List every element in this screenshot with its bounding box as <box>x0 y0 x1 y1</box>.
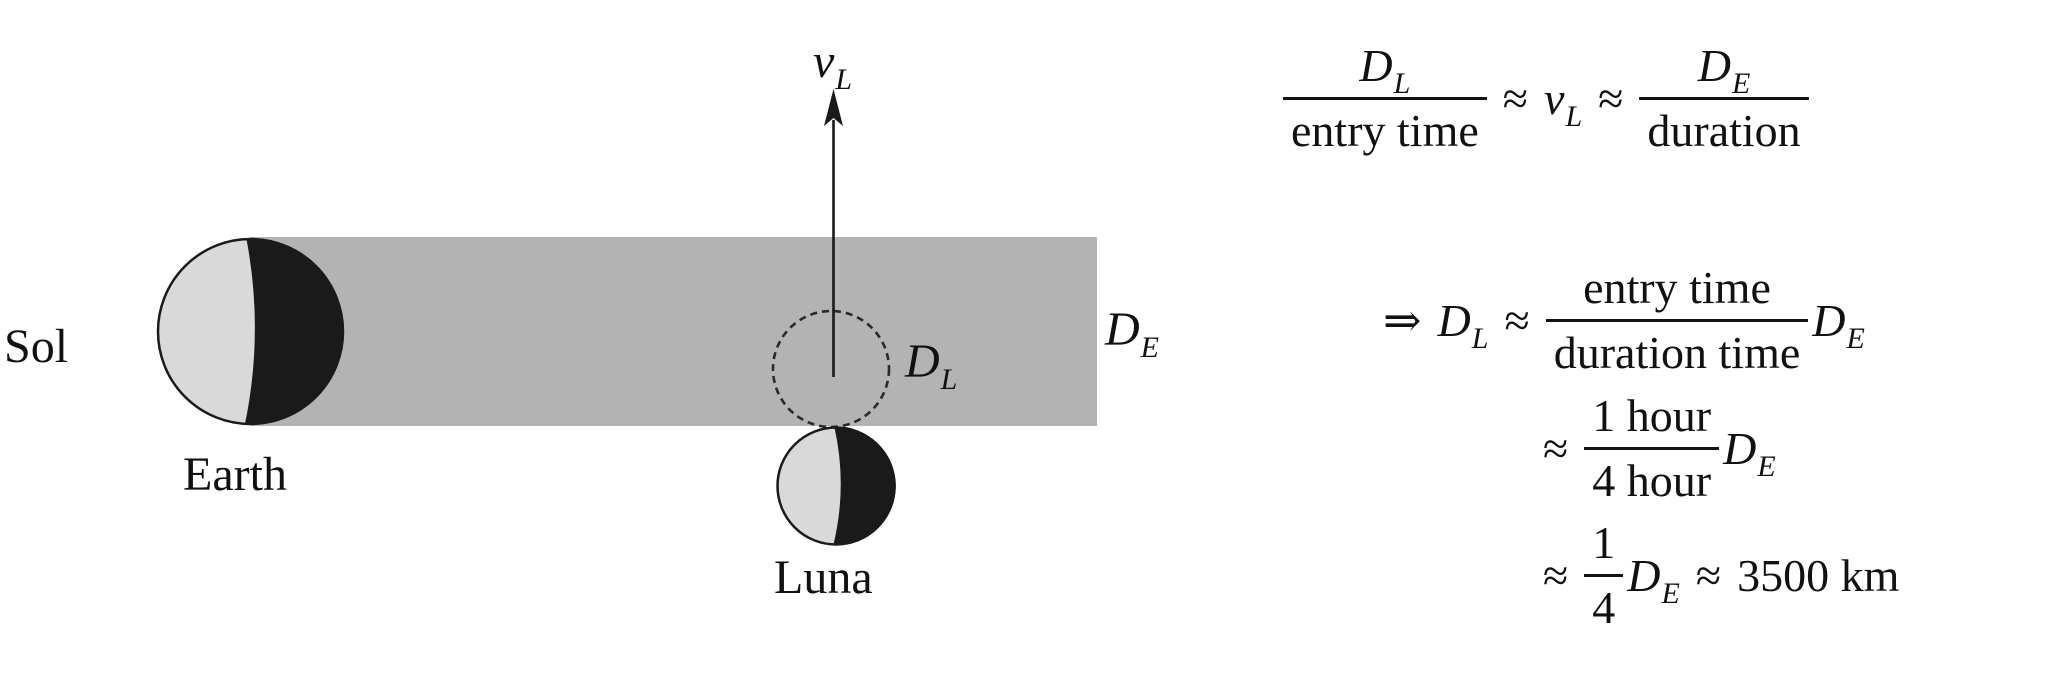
denominator: 4 <box>1584 574 1624 633</box>
luna-dark-half <box>833 427 896 545</box>
denominator: entry time <box>1283 97 1487 156</box>
fraction-de-over-duration: DE duration <box>1639 40 1809 156</box>
de-term: DE <box>1812 294 1865 355</box>
numerator: DE <box>1697 40 1751 100</box>
numerator: DL <box>1359 40 1411 100</box>
numerator: 1 hour <box>1592 390 1712 441</box>
luna-sphere <box>776 426 896 546</box>
moon-diameter-symbol: D <box>905 335 940 388</box>
earth-sphere <box>156 237 345 426</box>
fraction-entry-over-duration-time: entry time duration time <box>1545 262 1809 378</box>
moon-diameter-subscript: L <box>940 363 958 396</box>
velocity-term: vL <box>1544 72 1583 133</box>
equation-line-2: ⇒ DL ≈ entry time duration time DE <box>1383 263 1865 378</box>
dl-term: DL <box>1437 294 1489 355</box>
earth-outline <box>156 237 345 426</box>
earth-shadow-band <box>250 237 1097 426</box>
moon-diameter-label: DL <box>905 335 957 394</box>
approx-symbol: ≈ <box>1695 549 1722 601</box>
approx-symbol: ≈ <box>1502 72 1529 124</box>
implies-symbol: ⇒ <box>1383 294 1422 346</box>
result-value: 3500 km <box>1737 549 1900 601</box>
approx-symbol: ≈ <box>1504 294 1530 346</box>
equation-line-3: ≈ 1 hour 4 hour DE <box>1543 391 1776 506</box>
de-term: DE <box>1627 549 1680 610</box>
fraction-dl-over-entry-time: DL entry time <box>1283 41 1487 156</box>
luna-label: Luna <box>774 551 873 604</box>
approx-symbol: ≈ <box>1543 422 1569 474</box>
earth-diameter-subscript: E <box>1140 331 1159 364</box>
numerator: 1 <box>1592 517 1616 568</box>
velocity-symbol: v <box>813 35 835 88</box>
arrowhead-icon <box>824 89 843 126</box>
denominator: 4 hour <box>1584 447 1720 506</box>
velocity-label: vL <box>813 35 852 94</box>
de-term: DE <box>1723 422 1776 483</box>
denominator: duration <box>1639 97 1809 156</box>
earth-diameter-label: DE <box>1105 303 1159 362</box>
velocity-arrow <box>824 89 843 377</box>
earth-dark-half <box>245 239 344 425</box>
fraction-one-quarter: 1 4 <box>1584 517 1624 633</box>
earth-diameter-symbol: D <box>1105 303 1140 356</box>
sol-label: Sol <box>4 320 69 373</box>
approx-symbol: ≈ <box>1598 72 1624 124</box>
equation-line-4: ≈ 1 4 DE ≈ 3500 km <box>1543 518 1899 633</box>
equation-line-1: DL entry time ≈ vL ≈ DE duration <box>1283 41 1809 156</box>
numerator: entry time <box>1583 262 1771 313</box>
fraction-1hour-over-4hour: 1 hour 4 hour <box>1584 390 1720 506</box>
denominator: duration time <box>1545 319 1809 378</box>
velocity-subscript: L <box>835 63 852 96</box>
approx-symbol: ≈ <box>1543 549 1569 601</box>
earth-label: Earth <box>183 448 287 501</box>
luna-outline <box>776 426 896 546</box>
